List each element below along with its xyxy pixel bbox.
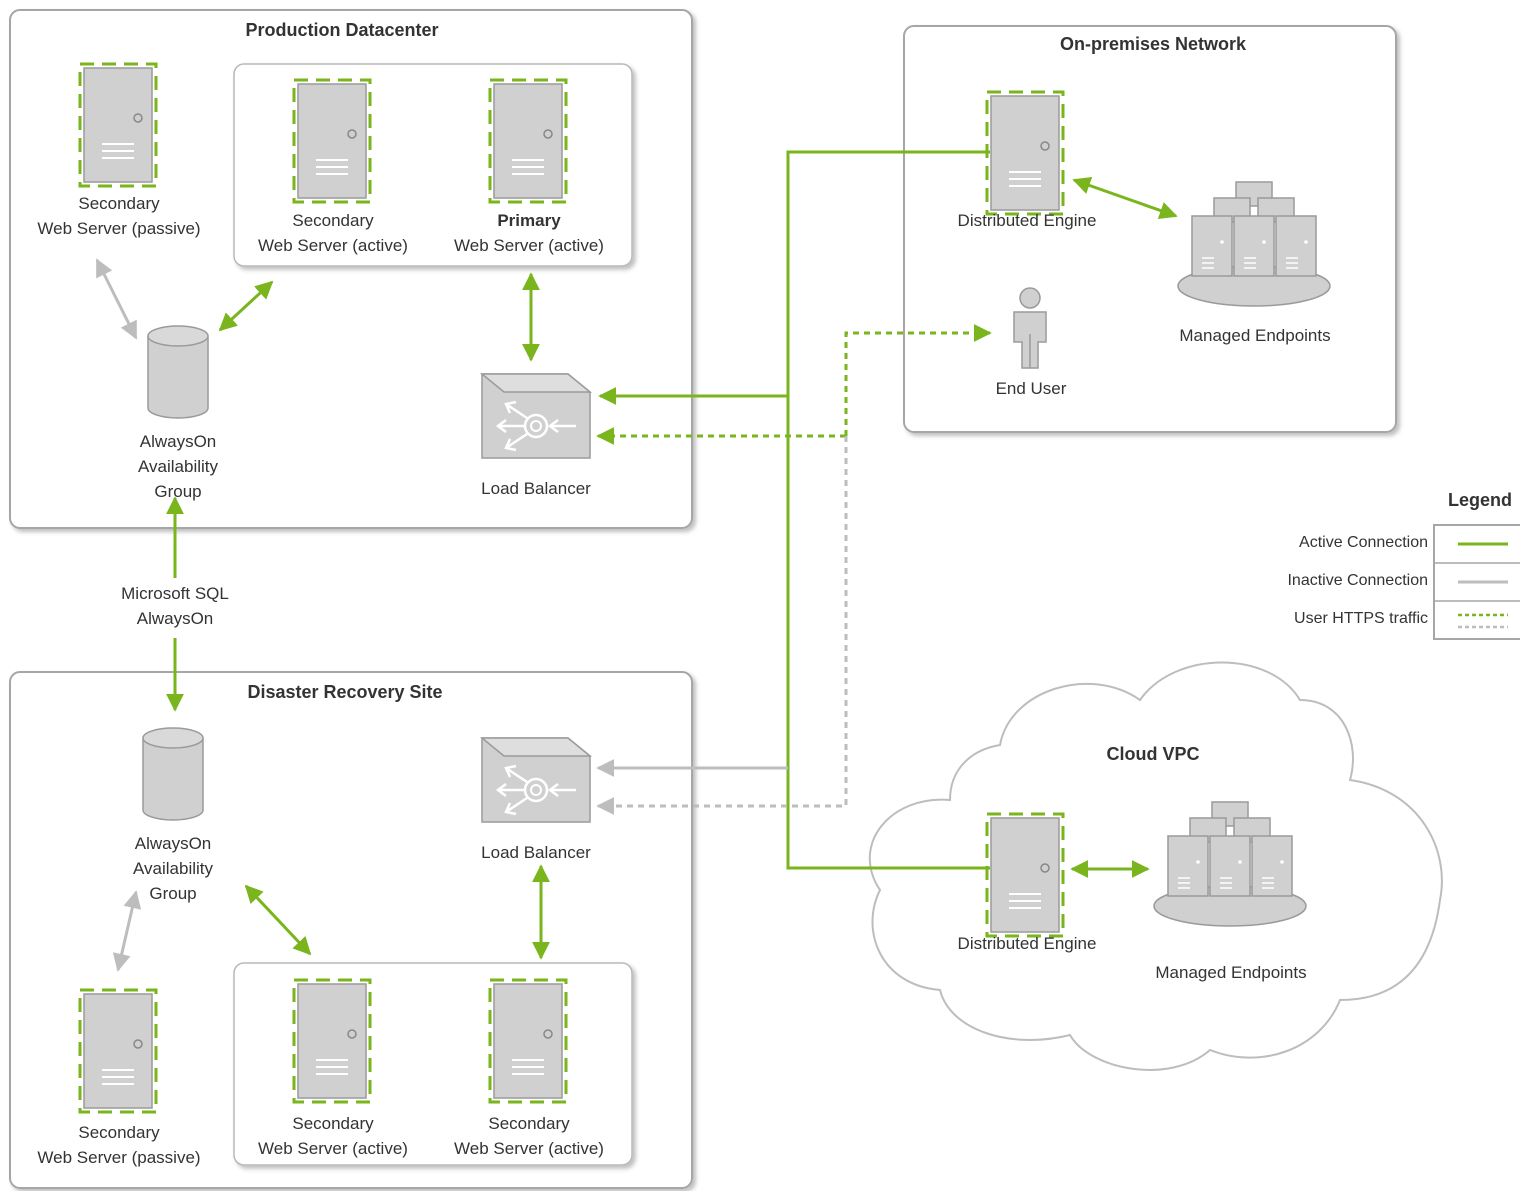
https-to-dr-lb: [596, 436, 848, 815]
dr-secondary-server-2-icon: [488, 978, 568, 1104]
disaster-recovery-title: Disaster Recovery Site: [247, 682, 443, 702]
cloud-vpc-region: [868, 661, 1443, 1071]
dr-load-balancer-icon: [480, 736, 592, 824]
onprem-engine-endpoints-arrow: [1072, 176, 1178, 220]
legend-https-label: User HTTPS traffic: [1294, 610, 1428, 627]
prod-passive-server-icon: [78, 62, 158, 188]
legend-inactive-label: Inactive Connection: [1287, 572, 1428, 589]
prod-load-balancer-label: Load Balancer: [481, 479, 591, 498]
cloud-endpoints-label: Managed Endpoints: [1155, 963, 1307, 982]
dr-db-to-webgroup-arrow: [244, 884, 312, 956]
legend-active-label: Active Connection: [1299, 534, 1428, 551]
dr-passive-server-icon: [78, 988, 158, 1114]
prod-db-to-webgroup-arrow: [218, 280, 274, 332]
prod-load-balancer-icon: [480, 372, 592, 460]
legend-title: Legend: [1447, 490, 1513, 510]
cloud-engine-label: Distributed Engine: [957, 934, 1097, 953]
dr-passive-to-db-arrow: [112, 890, 142, 972]
end-user-label: End User: [995, 379, 1067, 398]
prod-database-icon: [147, 325, 209, 419]
cloud-vpc-title: Cloud VPC: [1106, 744, 1200, 764]
active-trunk-line: [786, 150, 990, 870]
production-datacenter-title: Production Datacenter: [245, 20, 439, 40]
prod-passive-to-db-arrow: [95, 258, 138, 340]
dr-secondary-server-1-icon: [292, 978, 372, 1104]
dr-load-balancer-label: Load Balancer: [481, 843, 591, 862]
cloud-engine-server-icon: [985, 812, 1065, 938]
onprem-engine-label: Distributed Engine: [957, 211, 1097, 230]
prod-primary-server-icon: [488, 78, 568, 204]
onprem-network-title: On-premises Network: [1059, 34, 1247, 54]
https-user-line: [844, 324, 992, 436]
dr-database-icon: [142, 727, 204, 821]
onprem-endpoints-label: Managed Endpoints: [1179, 326, 1331, 345]
onprem-engine-server-icon: [985, 90, 1065, 216]
prod-secondary-server-icon: [292, 78, 372, 204]
